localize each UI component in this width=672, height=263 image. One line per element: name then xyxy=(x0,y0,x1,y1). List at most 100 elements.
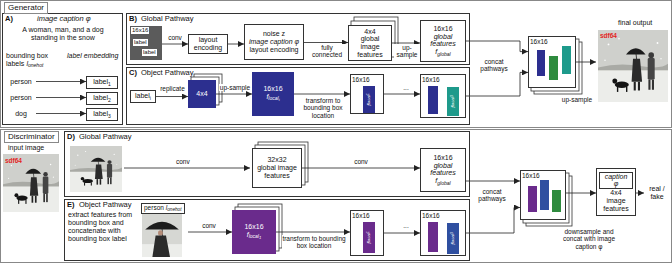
input-vector-box: noise zimage caption φlayout encoding xyxy=(244,24,304,60)
feature-map: 4x4 xyxy=(188,80,216,108)
label-box: label1 xyxy=(86,76,118,89)
label-box: label2 xyxy=(86,92,118,105)
feature-map: 16x16 flocal1 xyxy=(350,210,384,256)
connector xyxy=(576,62,596,63)
node-text: f xyxy=(266,93,268,100)
edge-label: transform to bounding box location xyxy=(297,97,349,119)
text-row: sdf64 xyxy=(600,32,617,39)
stack-sheet xyxy=(520,170,566,220)
feature-region xyxy=(428,222,438,252)
text-row: 32x32 xyxy=(267,156,286,164)
connector xyxy=(636,193,644,194)
image-features: caption φ4x4image features xyxy=(596,168,636,216)
node-text: i xyxy=(150,95,151,101)
class-word: dog xyxy=(6,108,36,119)
text-row: noise z xyxy=(263,30,285,38)
text-row: D) xyxy=(67,133,75,141)
edge-label: downsample and concat with image caption… xyxy=(556,228,622,250)
node-text: local xyxy=(268,95,278,101)
node-text: label xyxy=(135,92,150,99)
text-row: flocal1 xyxy=(363,222,375,253)
node-text: person xyxy=(10,94,31,101)
edge-label: up-sample xyxy=(394,44,420,59)
feature-map: 32x32global image features xyxy=(252,148,302,188)
feature-map: 16x16global featuresfglobal xyxy=(420,20,466,62)
feature-map: 16x16flocal3 xyxy=(420,210,466,256)
input-photo xyxy=(3,154,59,212)
node-text: 16x16 xyxy=(433,25,452,32)
text-row: 4x4 xyxy=(610,189,621,197)
node-text: Object Pathway xyxy=(79,200,132,209)
text-row: global image features xyxy=(255,164,299,179)
node-text: global features xyxy=(430,33,455,48)
connector xyxy=(466,181,520,182)
connector xyxy=(228,44,244,45)
text-row: 16x16 xyxy=(530,38,548,45)
text-row: B) xyxy=(129,15,137,23)
node-text: Global Pathway xyxy=(141,14,194,23)
edge-label: fully connected xyxy=(307,44,347,59)
text-row: image features xyxy=(599,197,633,212)
stack-sheet xyxy=(348,25,392,61)
text-row: label embedding xyxy=(67,52,118,60)
text-row: 16x16 xyxy=(433,154,452,162)
node-text: f xyxy=(366,104,373,106)
text-row: fglobal xyxy=(435,177,450,186)
node-text: person xyxy=(10,78,31,85)
connector xyxy=(302,168,420,169)
text-row: global features xyxy=(423,33,463,48)
node-text: global image features xyxy=(357,35,382,57)
node-text: label embedding xyxy=(67,52,118,59)
text-row: flocal1 xyxy=(363,86,375,113)
node-text: noise z xyxy=(263,30,285,37)
node-text: 1 xyxy=(108,81,111,87)
node-text: A woman, man, and a dog standing in the … xyxy=(22,26,103,41)
text-row: global image features xyxy=(351,35,389,58)
class-word: person xyxy=(6,76,36,87)
pathway-panel: E)Object Pathwaypersonlonehot16x16flocal… xyxy=(64,199,470,261)
node-text: label xyxy=(93,78,108,85)
node-text: sdf64 xyxy=(5,157,22,164)
node-text: local xyxy=(367,95,372,104)
node-text: global xyxy=(437,51,450,57)
input-image: input image sdf64 xyxy=(2,143,60,215)
connector xyxy=(36,113,86,114)
node-text: real / fake xyxy=(649,185,665,200)
output-photo xyxy=(598,30,668,102)
node-text: C) xyxy=(129,68,137,77)
feature-region xyxy=(528,186,537,212)
node-text: 1 xyxy=(367,93,371,95)
feature-region xyxy=(537,50,545,76)
text-row: personlonehot xyxy=(141,203,185,214)
node-text: E) xyxy=(67,200,75,209)
node-text: 16x16 xyxy=(530,38,548,45)
node-text: label xyxy=(143,49,156,55)
text-row: bounding box labelslonehot xyxy=(6,52,60,69)
connector xyxy=(36,81,86,82)
text-row: 16x16 xyxy=(522,172,540,179)
text-row: image caption φ xyxy=(37,15,91,23)
node-text: Object Pathway xyxy=(141,68,194,77)
node-text: 16x16 xyxy=(352,212,370,219)
node-text: 16x16 xyxy=(422,212,440,219)
node-text: Discriminator xyxy=(8,132,55,141)
text-row: Object Pathway xyxy=(141,69,194,77)
feature-map: 4x4global image features xyxy=(348,25,392,61)
node-text: Global Pathway xyxy=(79,132,132,141)
node-text: f xyxy=(450,243,457,245)
text-row: labeli xyxy=(135,92,151,101)
feature-region xyxy=(540,180,549,210)
node-text: 3 xyxy=(451,232,455,234)
text-row: label1 xyxy=(93,78,111,87)
edge-label: up-sample xyxy=(219,84,251,91)
node-text: onehot xyxy=(28,62,43,68)
feature-region xyxy=(562,46,571,74)
node-text: local xyxy=(367,233,372,242)
node-text: person xyxy=(144,204,164,211)
annotation-text: concat pathways xyxy=(474,58,514,73)
node-text: input image xyxy=(8,144,44,151)
conv-arrow xyxy=(124,168,250,169)
node-text: label xyxy=(134,39,147,45)
node-text: f xyxy=(247,231,249,238)
node-text: 1 xyxy=(259,235,261,240)
